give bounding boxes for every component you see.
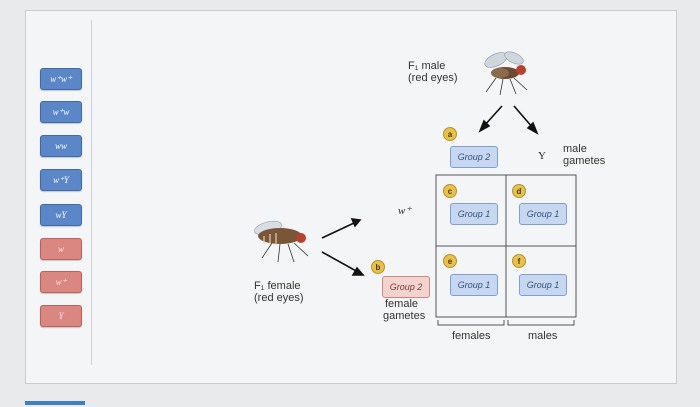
drop-slot-c[interactable]: Group 1 (450, 203, 498, 225)
f1-male-phenotype: (red eyes) (408, 72, 458, 84)
male-gametes-label-2: gametes (563, 155, 606, 167)
tile-wplus-w[interactable]: w⁺w (40, 101, 82, 123)
male-gamete-arrows (478, 105, 539, 135)
tile-wplus-y[interactable]: w⁺Y (40, 169, 82, 191)
female-gametes-label-2: gametes (383, 310, 426, 322)
tile-w[interactable]: w (40, 238, 82, 260)
tile-w-y[interactable]: wY (40, 204, 82, 226)
drop-slot-d[interactable]: Group 1 (519, 203, 567, 225)
badge-d: d (512, 184, 526, 198)
drop-slot-b[interactable]: Group 2 (382, 276, 430, 298)
female-gametes-label-1: female (385, 298, 419, 310)
f1-female-label: F₁ female (254, 280, 301, 292)
progress-indicator (25, 401, 85, 405)
f1-male-label: F₁ male (408, 60, 446, 72)
tile-ww[interactable]: ww (40, 135, 82, 157)
males-label: males (528, 330, 558, 342)
female-gamete-arrows (321, 218, 365, 276)
male-gametes-label-1: male (563, 143, 587, 155)
allele-wplus-label: w⁺ (398, 205, 412, 217)
badge-f: f (512, 254, 526, 268)
workspace-frame (25, 10, 677, 384)
offspring-brackets (437, 320, 575, 326)
drop-slot-a[interactable]: Group 2 (450, 146, 498, 168)
f1-female-phenotype: (red eyes) (254, 292, 304, 304)
female-fly-icon (254, 220, 309, 263)
badge-b: b (371, 260, 385, 274)
male-fly-icon (484, 51, 528, 96)
tile-wplus-wplus[interactable]: w⁺w⁺ (40, 68, 82, 90)
badge-c: c (443, 184, 457, 198)
females-label: females (452, 330, 491, 342)
punnett-grid (435, 174, 577, 318)
allele-y-label: Y (538, 150, 546, 162)
badge-e: e (443, 254, 457, 268)
drop-slot-e[interactable]: Group 1 (450, 274, 498, 296)
answer-tile-bank: w⁺w⁺ w⁺w ww w⁺Y wY w w⁺ Y (33, 20, 92, 365)
tile-y[interactable]: Y (40, 305, 82, 327)
badge-a: a (443, 127, 457, 141)
drop-slot-f[interactable]: Group 1 (519, 274, 567, 296)
tile-wplus[interactable]: w⁺ (40, 271, 82, 293)
